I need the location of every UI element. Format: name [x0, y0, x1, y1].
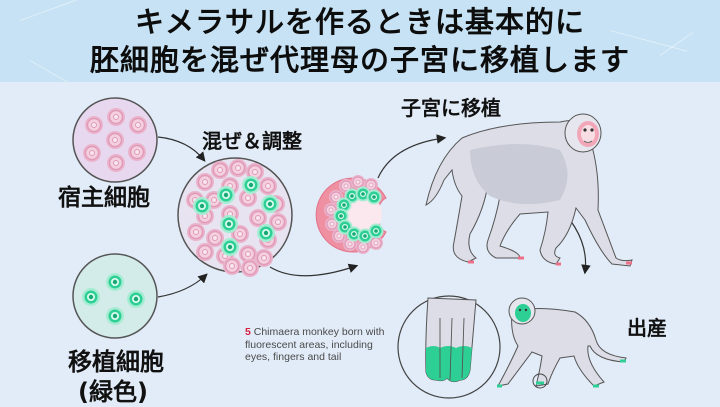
figure-caption: 5 Chimaera monkey born with fluorescent … [245, 326, 405, 364]
blastocyst [315, 174, 387, 255]
caption-line-1: Chimaera monkey born with [250, 326, 385, 338]
donor-cells-label: 移植細胞 [68, 348, 164, 376]
mixed-cells-circle [177, 157, 293, 278]
finger-zoom-circle [397, 295, 501, 399]
caption-line-3: eyes, fingers and tail [245, 351, 342, 363]
donor-cells-circle [72, 253, 158, 339]
chimera-monkey-illustration [497, 297, 627, 389]
donor-cells-color-label: (緑色) [78, 378, 148, 406]
arrow-donor-to-mix [157, 273, 208, 298]
caption-step-number: 5 [245, 326, 251, 338]
arrow-blastocyst-to-surrogate [377, 134, 447, 179]
surrogate-monkey-illustration [425, 113, 633, 267]
title-line-2: 胚細胞を混ぜ代理母の子宮に移植します [89, 43, 630, 77]
birth-label: 出産 [627, 316, 667, 340]
transplant-to-uterus-label: 子宮に移植 [401, 96, 501, 120]
title-band: キメラサルを作るときは基本的に 胚細胞を混ぜ代理母の子宮に移植します [0, 0, 720, 82]
title-line-1: キメラサルを作るときは基本的に [134, 5, 585, 39]
mix-adjust-label: 混ぜ＆調整 [202, 129, 302, 153]
caption-line-2: fluorescent areas, including [245, 338, 373, 351]
host-cells-label: 宿主細胞 [58, 185, 150, 211]
host-cells-circle [72, 97, 158, 183]
arrow-mix-to-blastocyst [269, 263, 359, 277]
arrow-host-to-mix [157, 136, 206, 162]
